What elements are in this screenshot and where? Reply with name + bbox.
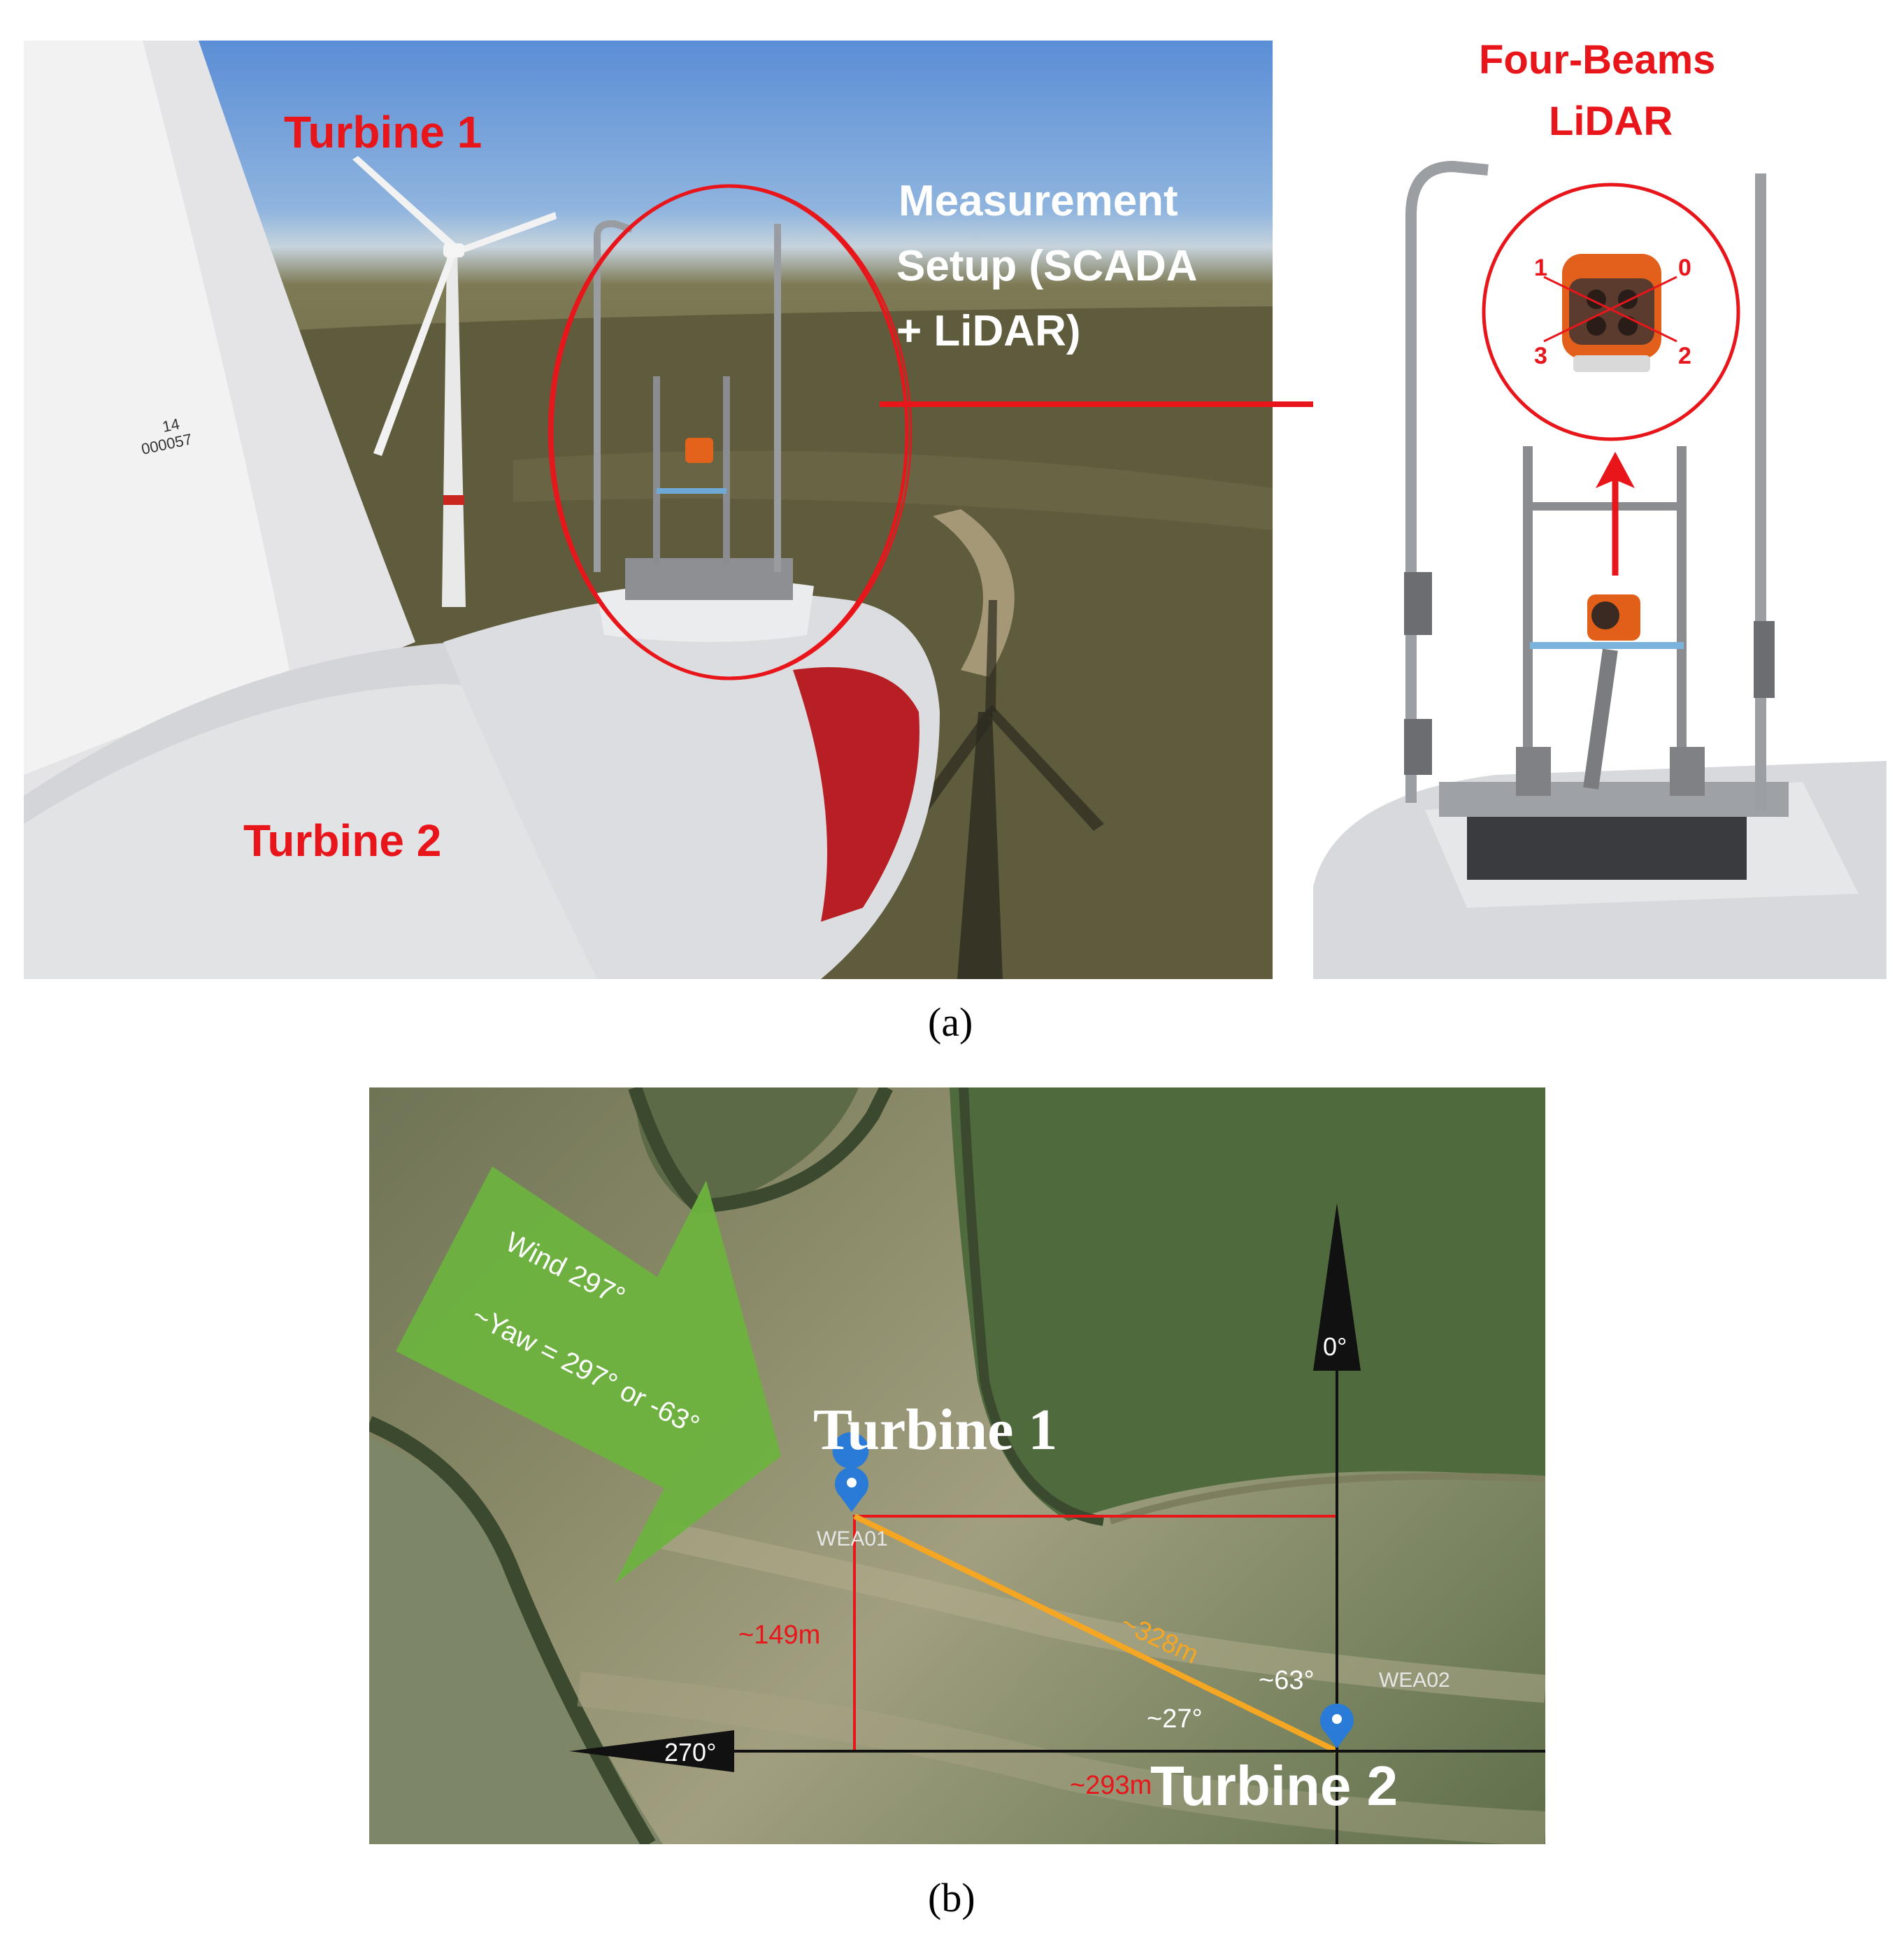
turbine2-label-b: Turbine 2 [1150,1755,1398,1817]
map-drawing [369,1087,1545,1844]
wea01-label: WEA01 [817,1527,888,1550]
turbine1-blade [373,250,456,456]
wea02-label: WEA02 [1379,1669,1450,1692]
lidar-label-line1: Four-Beams [1479,37,1716,83]
setup-label-line3: + LiDAR) [896,307,1081,355]
lidar-closeup-photo: 1 0 3 2 [1313,41,1887,979]
blade-serial-1: 14 [161,415,181,436]
west-arrow [569,1730,734,1772]
nacelle-red-band [793,667,919,922]
caption-b: (b) [928,1875,975,1920]
turbine1-blade [352,156,457,250]
turbine1-tower [442,250,466,607]
beam-number-0: 0 [1678,255,1691,281]
distance-vertical: ~149m [738,1620,820,1650]
beam-number-2: 2 [1678,343,1691,369]
rig-base-plate [1467,817,1747,880]
setup-ellipse [550,184,909,680]
north-arrow [1313,1203,1361,1371]
setup-label-line1: Measurement [899,177,1178,225]
angle-63: ~63° [1259,1666,1315,1695]
west-label: 270° [664,1738,716,1767]
distance-horizontal: ~293m [1070,1771,1152,1800]
aerial-turbine-photo: 14 000057 [24,41,1273,979]
beam-line [1543,276,1677,343]
hedge-row [369,1415,656,1844]
turbine-photo-drawing: 14 000057 [24,41,1273,979]
caption-a: (a) [928,999,973,1045]
left-pole [1405,160,1489,803]
green-field [950,1087,1545,1521]
turbine1-blade [452,212,557,256]
angle-27: ~27° [1147,1704,1203,1734]
turbine1-label-b: Turbine 1 [813,1397,1058,1462]
turbine-distance-line [853,1513,1338,1754]
lidar-label-line2: LiDAR [1549,99,1673,144]
turbine2-label-a: Turbine 2 [243,815,442,866]
wind-direction-arrow [396,1167,781,1584]
setup-label-line2: Setup (SCADA [896,242,1198,290]
turbine1-label-a: Turbine 1 [284,107,482,157]
lidar-device-small [685,438,713,463]
aerial-map [369,1087,1545,1844]
north-label: 0° [1323,1332,1347,1361]
beam-number-3: 3 [1534,343,1547,369]
lidar-closeup-drawing: 1 0 3 2 [1313,160,1887,979]
beam-number-1: 1 [1534,255,1547,281]
distance-diagonal: ~328m [1116,1609,1203,1670]
